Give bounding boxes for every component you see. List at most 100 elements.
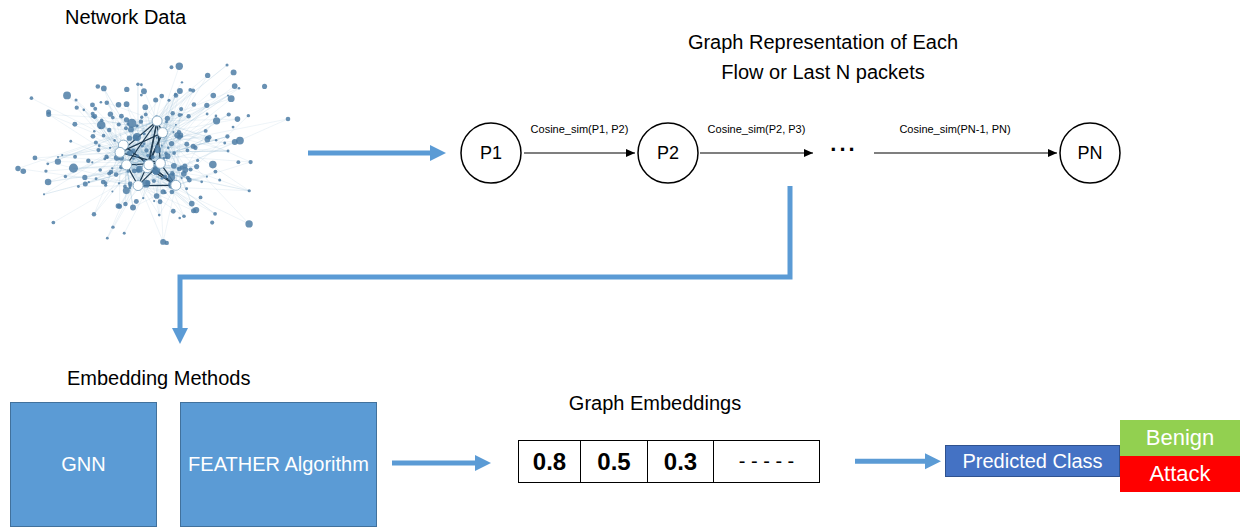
- graph-node: [94, 141, 98, 145]
- graph-node: [193, 146, 197, 150]
- output-box: Predicted Class: [945, 445, 1120, 477]
- graph-node: [165, 153, 171, 159]
- graph-link: [65, 145, 123, 176]
- graph-link: [76, 100, 120, 152]
- graph-node: [143, 132, 146, 135]
- embedding-cell: 0.8: [518, 440, 581, 483]
- graph-hub: [155, 158, 165, 168]
- graph-node: [96, 84, 101, 89]
- graph-hub: [152, 116, 162, 126]
- graph-link: [67, 95, 176, 185]
- graph-node: [151, 155, 155, 159]
- graph-link: [123, 96, 161, 145]
- graph-link: [147, 168, 184, 217]
- method-box: FEATHER Algorithm: [180, 402, 377, 527]
- graph-node: [140, 94, 143, 97]
- graph-node: [102, 134, 106, 138]
- graph-node: [74, 99, 77, 102]
- graph-node: [227, 112, 231, 116]
- embedding-cell: 0.3: [647, 440, 714, 483]
- graph-node: [140, 116, 143, 119]
- graph-node: [210, 221, 214, 225]
- graph-hub: [115, 147, 125, 157]
- graph-link: [35, 158, 138, 186]
- graph-node: [161, 145, 163, 147]
- graph-node: [101, 86, 107, 92]
- graph-node: [218, 179, 221, 182]
- graph-node: [45, 179, 52, 186]
- graph-node: [123, 202, 128, 207]
- graph-node: [146, 154, 149, 157]
- class-benign: Benign: [1120, 420, 1240, 456]
- graph-node: [186, 114, 190, 118]
- graph-node: [93, 114, 97, 118]
- graph-node: [117, 204, 122, 209]
- graph-node: [93, 116, 96, 119]
- graph-hub: [171, 180, 181, 190]
- section-heading: Network Data: [65, 5, 265, 29]
- graph-link: [138, 75, 208, 185]
- graph-node: [105, 100, 110, 105]
- graph-node: [75, 106, 79, 110]
- graph-node: [111, 167, 113, 169]
- graph-link: [138, 119, 288, 186]
- graph-node: [153, 97, 158, 102]
- graph-node: [196, 159, 199, 162]
- graph-link: [141, 85, 157, 121]
- graph-node: [153, 169, 159, 175]
- graph-node: [248, 189, 251, 192]
- graph-node: [106, 156, 109, 159]
- graph-node: [154, 193, 160, 199]
- graph-node: [107, 171, 111, 175]
- node-text: Attack: [1149, 461, 1210, 486]
- graph-node: [160, 239, 166, 245]
- graph-node: [118, 182, 120, 184]
- graph-link: [93, 114, 120, 153]
- similarity-arrow: [874, 152, 1057, 153]
- graph-node: [111, 191, 113, 193]
- graph-node: [43, 193, 45, 195]
- graph-node: [215, 115, 218, 118]
- graph-node: [142, 104, 148, 110]
- graph-node: [248, 160, 252, 164]
- graph-node: [153, 200, 155, 202]
- graph-node: [124, 126, 128, 130]
- graph-node: [129, 187, 131, 189]
- graph-node: [116, 102, 122, 108]
- graph-node: [86, 159, 90, 163]
- embedding-cell: 0.5: [580, 440, 648, 483]
- graph-node: [214, 170, 218, 174]
- graph-node: [33, 156, 38, 161]
- packet-node: P2: [637, 122, 699, 184]
- graph-node: [98, 144, 101, 147]
- graph-link: [157, 99, 231, 121]
- graph-node: [144, 113, 148, 117]
- graph-node: [161, 177, 164, 180]
- graph-node: [209, 161, 217, 169]
- graph-link: [125, 165, 126, 204]
- graph-node: [188, 167, 192, 171]
- graph-link: [149, 95, 176, 164]
- graph-node: [136, 125, 138, 127]
- node-text: Benign: [1146, 425, 1215, 450]
- graph-node: [213, 212, 217, 216]
- graph-link: [119, 152, 120, 206]
- graph-node: [119, 114, 124, 119]
- graph-node: [206, 113, 209, 116]
- graph-node: [228, 95, 235, 102]
- graph-node: [93, 107, 97, 111]
- graph-node: [69, 140, 72, 143]
- graph-node: [93, 130, 96, 133]
- graph-node: [170, 190, 175, 195]
- graph-node: [98, 168, 102, 172]
- graph-node: [88, 181, 90, 183]
- graph-node: [124, 101, 130, 107]
- node-text: GNN: [61, 453, 105, 476]
- graph-node: [181, 81, 183, 83]
- graph-node: [247, 114, 250, 117]
- graph-node: [103, 157, 106, 160]
- graph-node: [132, 157, 135, 160]
- graph-link: [18, 168, 138, 185]
- graph-node: [262, 84, 267, 89]
